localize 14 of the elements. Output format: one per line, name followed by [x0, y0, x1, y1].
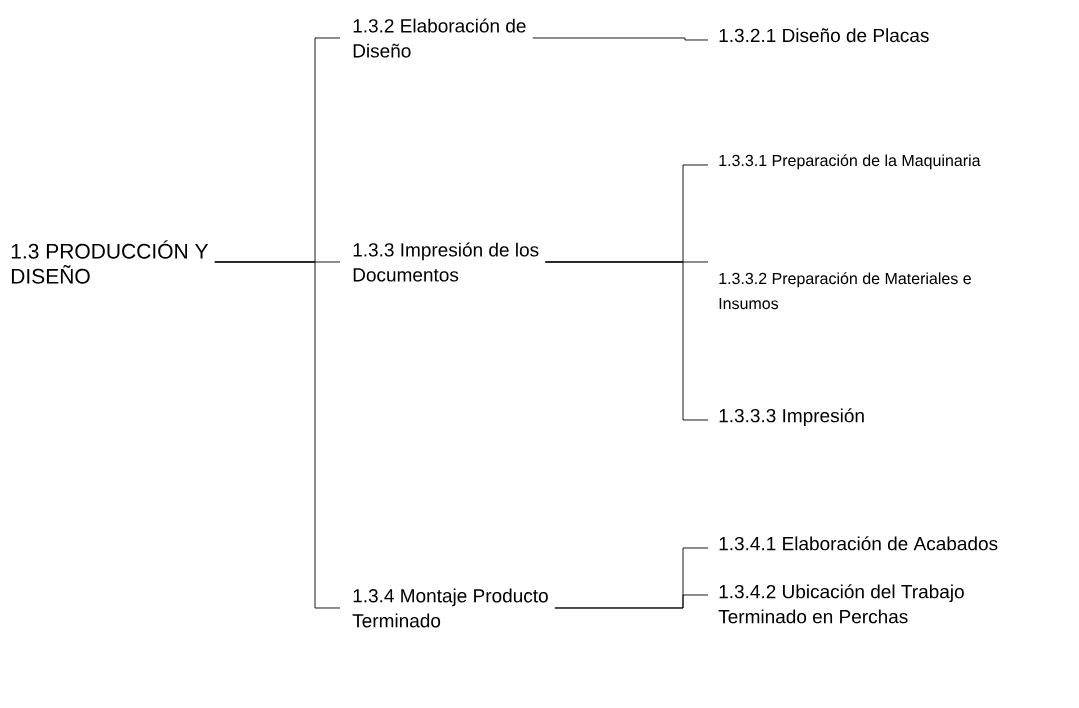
task-label: 1.3.3 Impresión de los Documentos	[353, 242, 539, 282]
task-label: 1.3.3.1 Preparación de la Maquinaria	[719, 154, 981, 170]
connector-line	[214, 261, 341, 609]
connector-line	[544, 261, 709, 421]
connector-line	[554, 594, 709, 609]
task-label: 1.3.4.1 Elaboración de Acabados	[719, 536, 998, 551]
task-label: 1.3.4 Montaje Producto Terminado	[352, 588, 548, 628]
connector-line	[532, 37, 709, 41]
task-label: 1.3 PRODUCCIÓN Y DISEÑO	[11, 240, 209, 284]
task-label: 1.3.3.2 Preparación de Materiales e Insumos	[719, 272, 971, 310]
task-label: 1.3.2 Elaboración de Diseño	[353, 18, 526, 58]
task-label: 1.3.2.1 Diseño de Placas	[719, 28, 929, 43]
task-label: 1.3.4.2 Ubicación del Trabajo Terminado en Perchas	[718, 584, 964, 624]
task-label: 1.3.3.3 Impresión	[719, 408, 864, 427]
